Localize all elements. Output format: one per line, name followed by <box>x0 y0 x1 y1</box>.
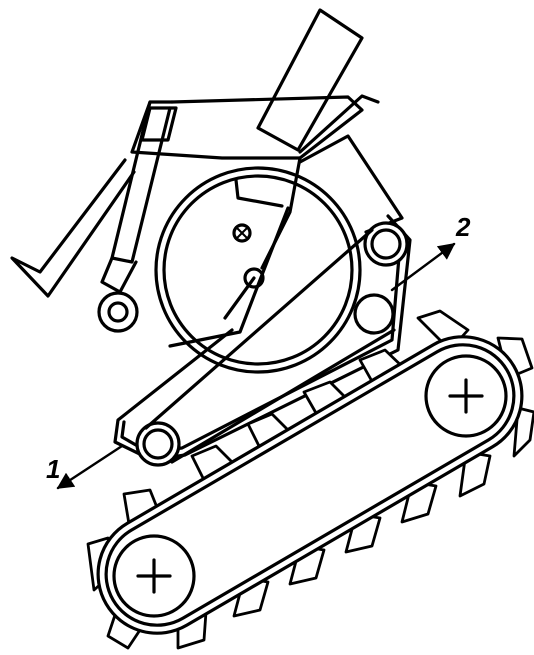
caster-fork <box>100 256 138 294</box>
callout-2-label: 2 <box>455 212 471 242</box>
wheel-rim-inner <box>162 174 354 366</box>
arm-middle-pulley <box>353 293 395 335</box>
leg-rest <box>10 158 136 298</box>
wheel-hub-x-stroke-b <box>235 226 249 240</box>
backrest <box>256 8 364 152</box>
arm-belt-upper <box>144 228 374 430</box>
wheelchair <box>10 8 380 333</box>
seat-strut <box>234 178 284 208</box>
track-belt-inner <box>104 343 516 627</box>
callout-2: 2 <box>390 212 471 292</box>
push-handle <box>298 94 380 154</box>
arm-belt-lower <box>170 328 396 464</box>
callout-2-arrow <box>390 242 456 292</box>
rear-drive-wheel <box>154 166 362 374</box>
arm-upper-pulley-inner <box>370 228 402 260</box>
seat-frame <box>130 100 302 160</box>
inner-linkage <box>168 206 290 348</box>
track-belt-outer <box>96 335 524 635</box>
wheel-axle-link <box>223 276 256 320</box>
arm-lower-pulley-inner <box>142 428 174 460</box>
wheel-rim-outer <box>154 166 362 374</box>
callout-1: 1 <box>46 444 124 490</box>
climbing-arm <box>113 134 412 467</box>
track-assembly <box>86 309 534 650</box>
callout-1-label: 1 <box>46 454 60 484</box>
caster-wheel-hub <box>107 301 129 323</box>
callout-1-arrow <box>56 444 124 490</box>
front-frame <box>110 100 172 264</box>
rear-frame <box>170 95 364 160</box>
track-tooth <box>512 406 534 458</box>
